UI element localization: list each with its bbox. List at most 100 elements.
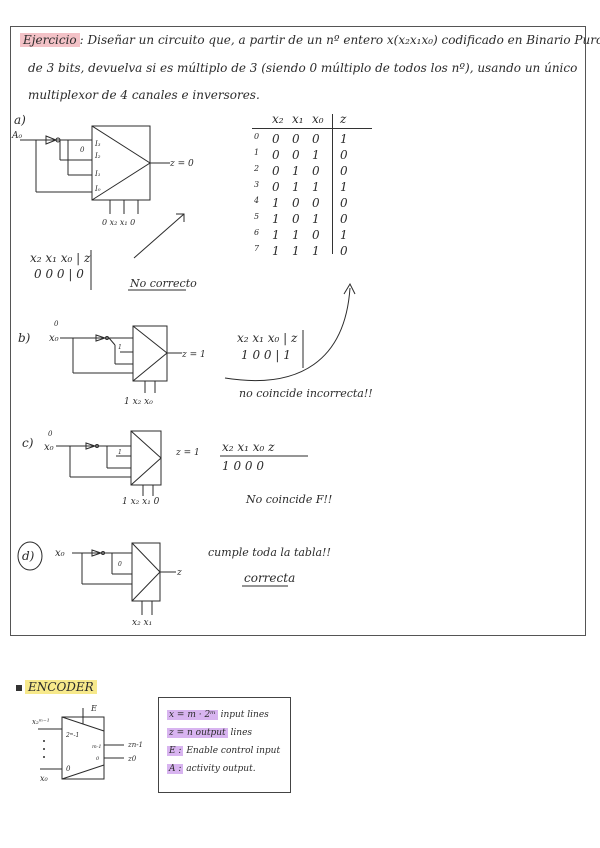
part-a-mini-header: x₂ x₁ x₀ | z bbox=[30, 251, 91, 265]
cell-z: 0 bbox=[340, 164, 348, 178]
part-d-selects: x₂ x₁ bbox=[132, 618, 152, 628]
cell-x1: 1 bbox=[292, 164, 300, 178]
encoder-legend: x = m · 2ᵐ input lines z = n output line… bbox=[158, 697, 291, 793]
part-a-mux bbox=[91, 125, 151, 201]
encoder-top-input: x₂ᵐ⁻¹ bbox=[32, 718, 50, 726]
part-c-input: x₀ bbox=[44, 442, 54, 453]
table-arrow bbox=[224, 282, 356, 382]
row-index: 7 bbox=[254, 244, 260, 253]
part-d-input: x₀ bbox=[55, 548, 65, 559]
cell-x0: 1 bbox=[312, 212, 320, 226]
truth-table-divider bbox=[332, 114, 333, 254]
encoder-title: ENCODER bbox=[16, 680, 97, 694]
row-index: 0 bbox=[254, 132, 260, 141]
encoder-inner-top: 2ᵐ-1 bbox=[65, 732, 79, 739]
part-c-mini-header: x₂ x₁ x₀ z bbox=[222, 440, 275, 454]
cell-x2: 0 bbox=[272, 180, 280, 194]
encoder-out-top: zn-1 bbox=[127, 741, 143, 749]
encoder-inner-right-top: m-1 bbox=[92, 744, 102, 750]
exercise-line-2: de 3 bits, devuelva si es múltiplo de 3 … bbox=[28, 61, 578, 75]
cell-x0: 1 bbox=[312, 148, 320, 162]
exercise-line-1: Ejercicio: Diseñar un circuito que, a pa… bbox=[20, 33, 600, 47]
exercise-label: Ejercicio bbox=[20, 33, 80, 47]
part-b-mux bbox=[132, 325, 168, 382]
part-b-top-mark: 0 bbox=[54, 320, 59, 328]
part-d-mux bbox=[131, 542, 161, 602]
cell-x1: 0 bbox=[292, 212, 300, 226]
cell-x0: 0 bbox=[312, 164, 320, 178]
encoder-out-bottom: z0 bbox=[127, 755, 137, 763]
part-b-mini-header: x₂ x₁ x₀ | z bbox=[237, 331, 298, 345]
legend-item: x = m · 2ᵐ input lines bbox=[167, 710, 269, 720]
part-a-output: z = 0 bbox=[169, 159, 194, 169]
cell-x2: 0 bbox=[272, 164, 280, 178]
part-d-output: z bbox=[176, 568, 182, 578]
part-b-wires bbox=[60, 334, 182, 393]
part-b-mini-row: 1 0 0 | 1 bbox=[241, 348, 291, 362]
part-c-selects: 1 x₂ x₁ 0 bbox=[122, 497, 160, 507]
part-d-label: d) bbox=[22, 549, 35, 563]
part-a-arrow bbox=[133, 213, 185, 259]
bullet-icon bbox=[16, 684, 22, 691]
part-d-verdict: correcta bbox=[244, 571, 295, 585]
part-c-pin-mark: 1 bbox=[118, 449, 122, 456]
part-c-label: c) bbox=[22, 436, 34, 450]
row-index: 5 bbox=[254, 212, 260, 221]
cell-x2: 1 bbox=[272, 212, 280, 226]
cell-x1: 0 bbox=[292, 132, 300, 146]
part-d-pin-mark: 0 bbox=[118, 561, 122, 568]
part-a-mini-row: 0 0 0 | 0 bbox=[34, 267, 84, 281]
cell-z: 1 bbox=[340, 228, 348, 242]
part-a-input: A₀ bbox=[11, 131, 22, 141]
cell-z: 1 bbox=[340, 132, 348, 146]
part-a-verdict: No correcto bbox=[129, 277, 197, 290]
cell-z: 0 bbox=[340, 148, 348, 162]
part-b-pin-mark: 1 bbox=[118, 344, 122, 351]
part-a-zero-mark: 0 bbox=[80, 146, 85, 154]
cell-x2: 0 bbox=[272, 148, 280, 162]
part-c-wires bbox=[56, 442, 154, 496]
part-c-top-mark: 0 bbox=[48, 430, 53, 438]
cell-x0: 0 bbox=[312, 228, 320, 242]
cell-x2: 1 bbox=[272, 196, 280, 210]
part-a-label: a) bbox=[14, 113, 26, 127]
cell-x1: 1 bbox=[292, 180, 300, 194]
cell-x1: 1 bbox=[292, 228, 300, 242]
row-index: 3 bbox=[254, 180, 260, 189]
part-b-verdict: no coincide incorrecta!! bbox=[239, 387, 373, 400]
part-c-verdict: No coincide F!! bbox=[245, 493, 332, 506]
part-b-label: b) bbox=[18, 331, 31, 345]
legend-item: A : activity output. bbox=[167, 764, 256, 774]
cell-x0: 1 bbox=[312, 180, 320, 194]
cell-x2: 0 bbox=[272, 132, 280, 146]
part-d-wires bbox=[72, 549, 176, 615]
exercise-frame bbox=[10, 26, 586, 636]
cell-x2: 1 bbox=[272, 244, 280, 258]
cell-x0: 0 bbox=[312, 196, 320, 210]
encoder-inner-right-bottom: 0 bbox=[96, 756, 100, 762]
part-c-mux bbox=[130, 430, 162, 486]
row-index: 2 bbox=[254, 164, 260, 173]
part-b-input: x₀ bbox=[49, 333, 59, 344]
cell-x1: 0 bbox=[292, 148, 300, 162]
part-a-wires bbox=[20, 135, 170, 214]
cell-z: 0 bbox=[340, 212, 348, 226]
part-a-pin-i2: I₂ bbox=[94, 152, 101, 160]
row-index: 4 bbox=[254, 196, 260, 205]
part-a-pin-i0: I₀ bbox=[94, 185, 101, 193]
cell-x0: 1 bbox=[312, 244, 320, 258]
exercise-line-3: multiplexor de 4 canales e inversores. bbox=[28, 88, 260, 102]
part-a-pin-i3: I₃ bbox=[94, 140, 101, 148]
part-a-pin-i1: I₁ bbox=[94, 170, 101, 178]
cell-z: 0 bbox=[340, 244, 348, 258]
